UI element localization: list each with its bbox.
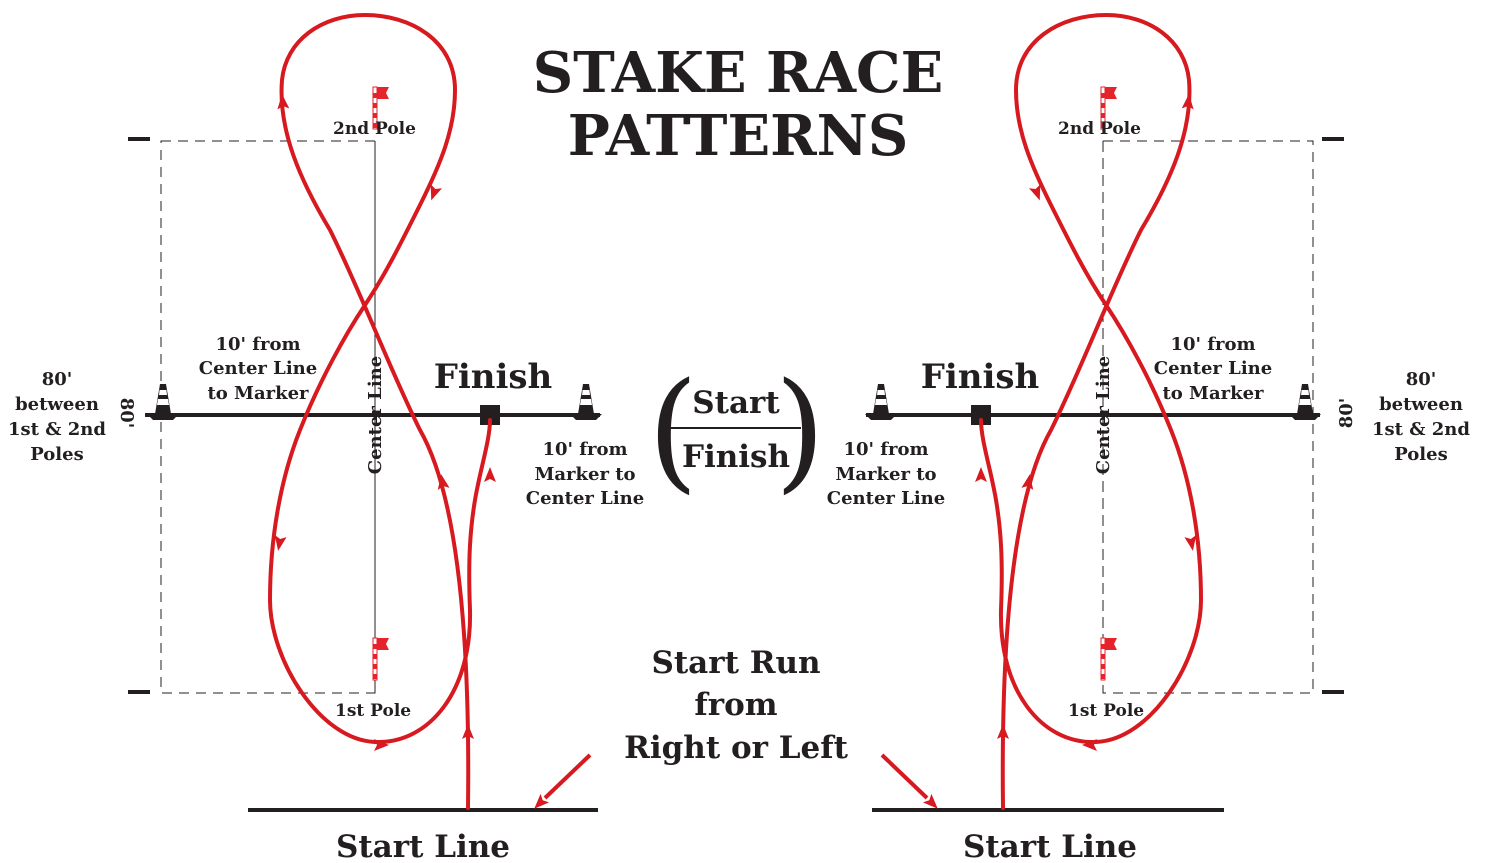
close-paren-icon: ) — [775, 354, 826, 506]
left-start-direction-line — [543, 753, 592, 800]
right-marker-center-note-3: Center Line — [827, 488, 945, 509]
pole-flag-icon — [372, 637, 390, 681]
left-pattern: 2nd Pole 1st Pole Center Line Finish 10'… — [8, 13, 644, 863]
left-marker-note-1: 10' from — [215, 334, 300, 355]
right-between-note-2: between — [1379, 394, 1463, 415]
traffic-cone-icon — [147, 384, 179, 420]
left-between-note-2: between — [15, 394, 99, 415]
right-marker-note-2: Center Line — [1154, 358, 1272, 379]
right-first-pole-label: 1st Pole — [1068, 701, 1144, 721]
start-run-line-3: Right or Left — [624, 730, 849, 766]
right-second-pole-label: 2nd Pole — [1058, 119, 1141, 139]
left-marker-center-note-2: Marker to — [534, 464, 635, 485]
right-start-direction-line — [880, 753, 929, 800]
left-first-pole-label: 1st Pole — [335, 701, 411, 721]
finish-marker-icon — [480, 405, 500, 425]
right-between-note-1: 80' — [1406, 369, 1437, 390]
left-finish-label: Finish — [434, 357, 553, 397]
traffic-cone-icon — [865, 384, 897, 420]
right-marker-center-note-1: 10' from — [843, 439, 928, 460]
right-marker-note-3: to Marker — [1162, 383, 1264, 404]
title-line-1: STAKE RACE — [533, 40, 944, 106]
left-between-note-3: 1st & 2nd — [8, 419, 106, 440]
right-dimension-label: 80' — [1336, 398, 1357, 429]
start-finish-legend: ( ) Start Finish — [648, 354, 826, 506]
right-center-line-label: Center Line — [1093, 356, 1114, 474]
left-dimension-label: 80' — [116, 398, 137, 429]
title-line-2: PATTERNS — [568, 103, 909, 169]
left-run-path — [268, 13, 492, 810]
finish-marker-icon — [971, 405, 991, 425]
left-marker-note-3: to Marker — [207, 383, 309, 404]
start-run-line-1: Start Run — [651, 645, 820, 681]
right-between-note-4: Poles — [1394, 444, 1447, 465]
left-marker-note-2: Center Line — [199, 358, 317, 379]
left-marker-center-note-1: 10' from — [542, 439, 627, 460]
right-run-path — [979, 13, 1203, 810]
left-second-pole-label: 2nd Pole — [333, 119, 416, 139]
start-run-line-2: from — [694, 687, 777, 723]
traffic-cone-icon — [570, 384, 602, 420]
right-finish-label: Finish — [921, 357, 1040, 397]
traffic-cone-icon — [1289, 384, 1321, 420]
direction-arrow-icon — [975, 467, 987, 482]
left-start-line-label: Start Line — [336, 829, 510, 863]
left-between-note-4: Poles — [30, 444, 83, 465]
direction-arrow-icon — [484, 467, 496, 482]
open-paren-icon: ( — [648, 354, 699, 506]
left-marker-center-note-3: Center Line — [526, 488, 644, 509]
left-center-line-label: Center Line — [365, 356, 386, 474]
right-between-note-3: 1st & 2nd — [1372, 419, 1470, 440]
pole-flag-icon — [1100, 637, 1118, 681]
left-arena-boundary — [160, 140, 376, 694]
left-between-note-1: 80' — [42, 369, 73, 390]
right-marker-note-1: 10' from — [1170, 334, 1255, 355]
legend-finish-label: Finish — [682, 439, 790, 475]
right-start-line-label: Start Line — [963, 829, 1137, 863]
right-pattern: 2nd Pole 1st Pole Center Line Finish 10'… — [827, 13, 1470, 863]
right-marker-center-note-2: Marker to — [835, 464, 936, 485]
legend-start-label: Start — [692, 385, 780, 421]
